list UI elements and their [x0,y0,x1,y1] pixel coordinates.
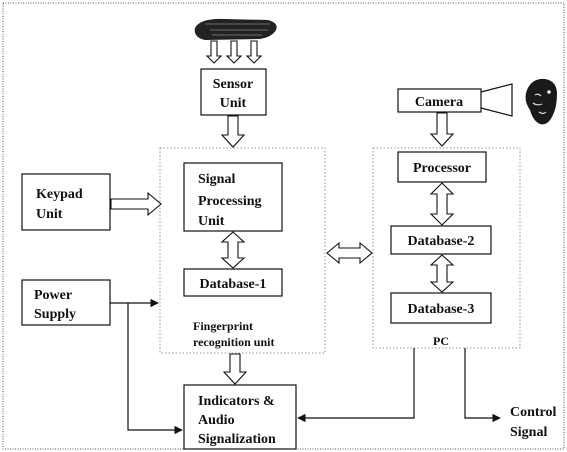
finger-to-sensor-arrows [205,40,263,64]
pc-to-control-line [464,348,501,423]
database-1-box [183,268,283,297]
processor-label: Processor [413,161,471,176]
sensor-unit-label-2: Unit [220,96,247,111]
fingerprint-pc-link-arrow [326,241,373,265]
power-supply-box [21,279,111,326]
processor-box [397,151,487,183]
signal-processing-label-3: Unit [198,214,225,229]
camera-box [397,88,482,113]
signal-processing-box [183,162,283,232]
keypad-unit-box [21,173,111,231]
fingerprint-group-label-2: recognition unit [193,335,274,349]
database-1-label: Database-1 [200,277,267,292]
fingerprint-group-label-1: Fingerprint [193,319,253,333]
control-signal-label-1: Control [510,405,557,420]
database-2-label: Database-2 [408,234,475,249]
keypad-to-signal-arrow [110,191,162,217]
signal-processing-label-2: Processing [198,194,262,209]
database-3-box [390,292,492,324]
power-supply-label-2: Supply [34,307,76,322]
pc-group-label: PC [433,334,449,348]
database-2-box [390,225,492,255]
indicators-label-3: Signalization [198,432,276,447]
face-icon [525,78,557,125]
pc-group [372,147,521,349]
power-to-indicators-line [127,303,183,435]
sensor-to-signal-arrow [220,115,246,148]
processor-db2-arrow [429,182,455,226]
sensor-unit-label-1: Sensor [213,77,253,92]
power-supply-label-1: Power [34,288,72,303]
indicators-label-2: Audio [198,413,235,428]
indicators-box [183,384,297,450]
db2-db3-arrow [429,254,455,293]
finger-icon [194,18,277,40]
control-signal-label-2: Signal [510,425,547,440]
fingerprint-to-indicators-arrow [222,353,248,385]
signal-processing-label-1: Signal [198,172,235,187]
indicators-label-1: Indicators & [198,394,275,409]
pc-to-indicators-line [297,348,415,423]
fingerprint-recognition-group [159,147,326,354]
sensor-unit-box [200,68,267,116]
signal-db1-arrow [220,231,246,269]
camera-lens [480,83,513,117]
keypad-unit-label-2: Unit [36,207,63,222]
keypad-unit-label-1: Keypad [36,187,83,202]
camera-label: Camera [415,95,463,110]
database-3-label: Database-3 [408,302,475,317]
camera-to-processor-arrow [429,112,455,147]
